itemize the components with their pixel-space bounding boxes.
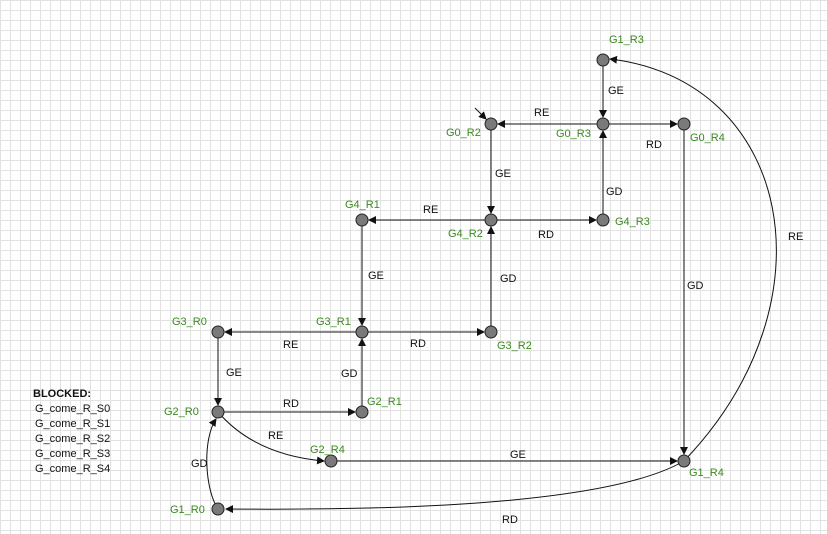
state-label: G0_R3 <box>556 128 591 140</box>
edge-G2_R0-G2_R4 <box>217 411 325 465</box>
state-node-G2_R1[interactable] <box>355 405 369 419</box>
state-label: G4_R3 <box>615 216 650 228</box>
state-label: G3_R2 <box>497 340 532 352</box>
edge-G1_R4-G1_R3 <box>609 55 777 462</box>
state-node-G4_R2[interactable] <box>484 213 498 227</box>
state-label: G1_R4 <box>689 467 724 479</box>
edge-label: GD <box>606 186 623 198</box>
edge-label: RD <box>410 338 426 350</box>
state-node-G0_R2[interactable] <box>484 117 498 131</box>
state-node-G2_R4[interactable] <box>324 454 338 468</box>
state-label: G1_R3 <box>609 34 644 46</box>
state-label: G0_R4 <box>690 132 725 144</box>
state-label: G1_R0 <box>170 504 205 516</box>
edge-label: RD <box>646 139 662 151</box>
edge-label: RE <box>423 204 438 216</box>
edge-label: GD <box>687 280 704 292</box>
state-label: G3_R1 <box>316 316 351 328</box>
edge-label: GD <box>341 368 358 380</box>
edge-label: GE <box>368 270 384 282</box>
edge-label: RD <box>283 398 299 410</box>
edge-label: RE <box>268 430 283 442</box>
state-node-G1_R0[interactable] <box>211 502 225 516</box>
edge-label: GE <box>226 367 242 379</box>
state-label: G2_R1 <box>367 396 402 408</box>
edge-label: RE <box>283 339 298 351</box>
edge-label: RD <box>538 229 554 241</box>
state-node-G3_R2[interactable] <box>484 325 498 339</box>
edge-G1_R0-G2_R0 <box>206 418 219 510</box>
edge-label: GE <box>495 168 511 180</box>
initial-state-arrow <box>474 107 487 120</box>
blocked-list: BLOCKED: G_come_R_S0 G_come_R_S1 G_come_… <box>33 387 110 477</box>
state-node-G3_R1[interactable] <box>355 325 369 339</box>
edge-label: RE <box>788 231 803 243</box>
state-node-G1_R3[interactable] <box>596 53 610 67</box>
state-label: G2_R4 <box>310 444 345 456</box>
state-label: G0_R2 <box>446 127 481 139</box>
edge-G1_R4-G1_R0 <box>225 460 685 514</box>
state-node-G0_R4[interactable] <box>677 117 691 131</box>
blocked-item: G_come_R_S3 <box>35 448 111 460</box>
state-node-G1_R4[interactable] <box>677 454 691 468</box>
blocked-item: G_come_R_S0 <box>35 403 111 415</box>
state-label: G3_R0 <box>172 316 207 328</box>
edge-label: GE <box>608 85 624 97</box>
state-node-G4_R1[interactable] <box>355 213 369 227</box>
state-node-G0_R3[interactable] <box>596 117 610 131</box>
blocked-title: BLOCKED: <box>33 388 92 400</box>
blocked-item: G_come_R_S4 <box>35 463 111 475</box>
state-label: G4_R1 <box>345 199 380 211</box>
edge-label: GE <box>510 449 526 461</box>
edge-label: GD <box>500 273 517 285</box>
state-label: G4_R2 <box>448 228 483 240</box>
state-node-G4_R3[interactable] <box>596 213 610 227</box>
edge-label: RD <box>502 514 518 526</box>
state-node-G2_R0[interactable] <box>211 405 225 419</box>
state-label: G2_R0 <box>164 406 199 418</box>
edge-label: RE <box>534 107 549 119</box>
blocked-item: G_come_R_S2 <box>35 433 111 445</box>
edge-label: GD <box>191 458 208 470</box>
blocked-item: G_come_R_S1 <box>35 418 111 430</box>
state-node-G3_R0[interactable] <box>211 325 225 339</box>
